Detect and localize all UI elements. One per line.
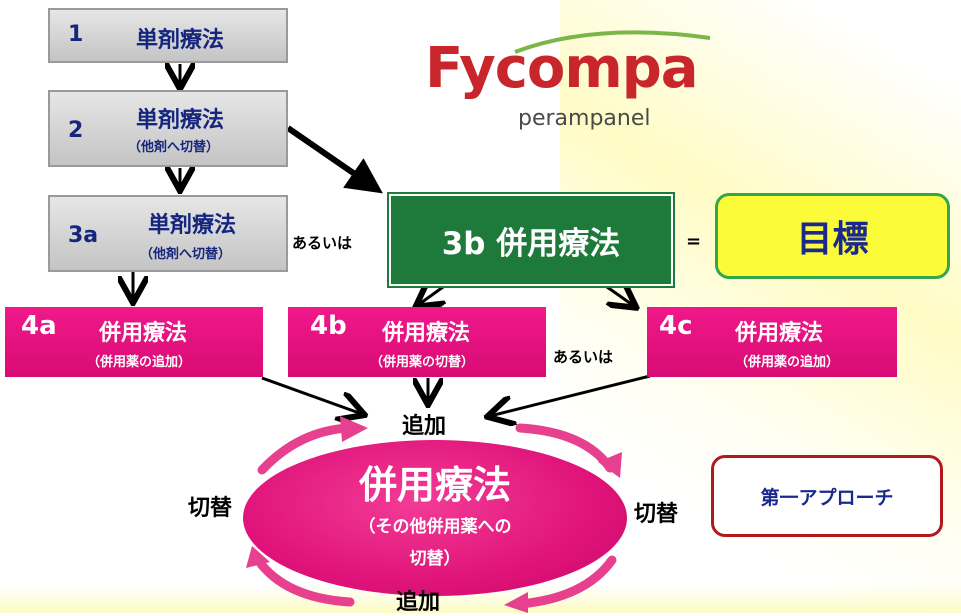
step-4b-box: 4b 併用療法 （併用薬の切替） [288,307,546,377]
equals-sign: = [686,231,702,252]
step-4a-number: 4a [21,311,57,341]
step-4c-box: 4c 併用療法 （併用薬の追加） [647,307,897,377]
step-3b-label: 3b 併用療法 [441,225,621,262]
step-2-subtitle: （他剤へ切替） [128,140,220,155]
step-3a-subtitle: （他剤へ切替） [140,247,232,262]
cycle-arrow-bottom-left-head [246,546,270,568]
add-label-top: 追加 [402,414,447,439]
step-4b-title: 併用療法 [382,321,471,346]
step-4a-title: 併用療法 [99,321,188,346]
arrow-2-to-3b [286,125,383,194]
cycle-arrow-top-right-head [598,452,622,478]
or-label-left: あるいは [292,234,353,252]
logo-generic-name: perampanel [518,106,651,131]
step-4c-number: 4c [659,311,693,341]
step-2-box: 2 単剤療法 （他剤へ切替） [48,90,288,167]
step-3b-box: 3b 併用療法 [387,192,675,288]
step-4a-box: 4a 併用療法 （併用薬の追加） [5,307,263,377]
switch-label-left: 切替 [188,496,233,521]
step-3a-title: 単剤療法 [148,213,237,238]
step-3a-box: 3a 単剤療法 （他剤へ切替） [48,195,288,272]
step-2-title: 単剤療法 [136,108,225,133]
center-title: 併用療法 [358,463,511,507]
goal-label: 目標 [796,219,869,260]
step-3a-number: 3a [68,223,99,248]
cycle-arrow-bottom-left [253,555,355,607]
arrow-3b-to-4c [599,282,634,306]
cycle-arrow-top-left [257,423,355,475]
arrow-4c-to-add [490,374,651,416]
center-subtitle-line-2: 切替） [409,549,461,569]
step-1-number: 1 [68,22,84,47]
step-1-title: 単剤療法 [136,28,225,53]
step-4c-subtitle: （併用薬の追加） [735,355,840,370]
combination-therapy-ellipse: 併用療法 （その他併用薬への 切替） [243,440,627,596]
step-4c-title: 併用療法 [735,321,824,346]
cycle-arrow-top-left-head [340,416,368,442]
center-subtitle-line-1: （その他併用薬への [358,517,512,537]
goal-box: 目標 [715,193,950,279]
first-approach-label: 第一アプローチ [760,486,894,509]
logo-swoosh [514,30,711,54]
add-label-bottom: 追加 [396,590,441,615]
switch-label-right: 切替 [634,502,679,527]
logo-brand: Fycompa [425,36,699,101]
cycle-arrow-bottom-right-head [504,592,528,613]
step-4b-number: 4b [310,311,347,341]
step-2-number: 2 [68,118,84,143]
arrow-4a-to-add [261,376,362,414]
cycle-arrow-bottom-right [515,555,617,609]
or-label-right: あるいは [553,348,614,366]
fycompa-logo: Fycompa perampanel [425,22,725,142]
step-4a-subtitle: （併用薬の追加） [87,355,192,370]
step-1-box: 1 単剤療法 [48,8,288,63]
step-4b-subtitle: （併用薬の切替） [370,355,475,370]
first-approach-box: 第一アプローチ [711,455,943,537]
